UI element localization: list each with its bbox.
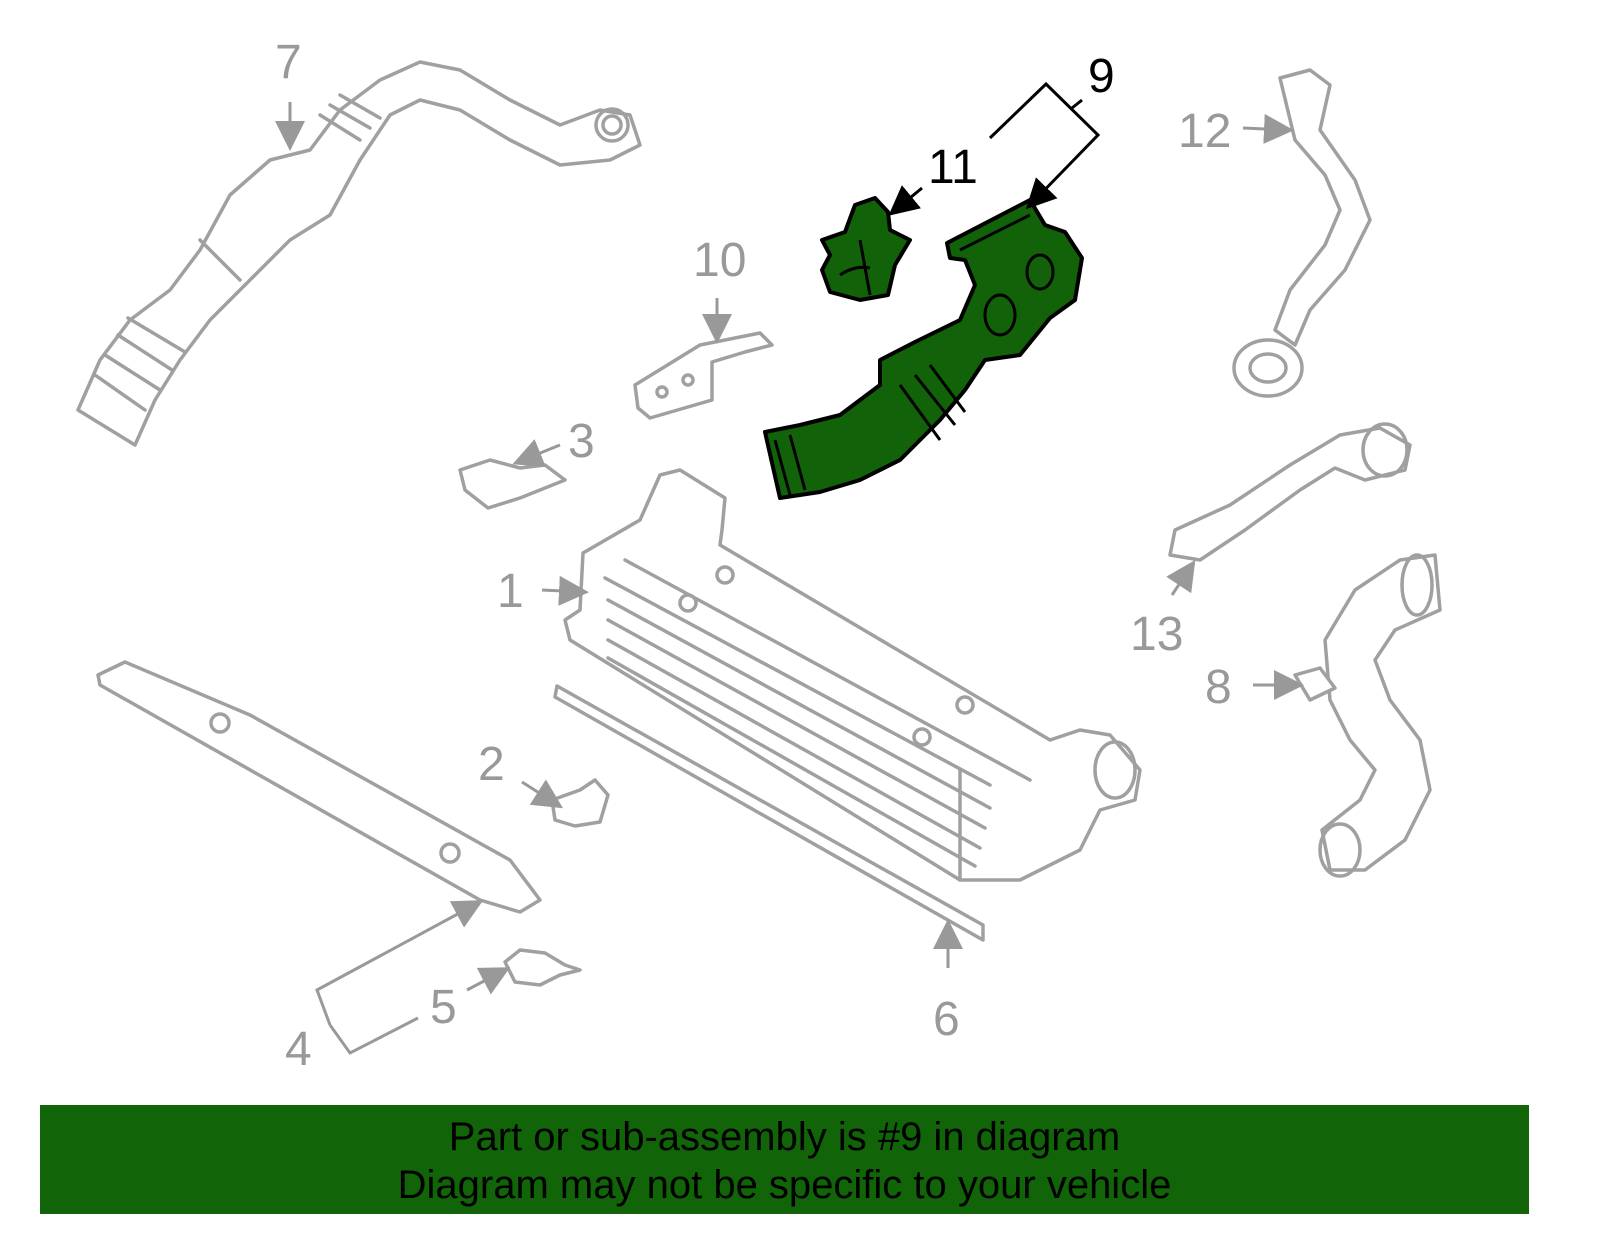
callout-10[interactable]: 10 (693, 234, 746, 287)
info-banner: Part or sub-assembly is #9 in diagram Di… (40, 1105, 1529, 1214)
part-2-sensor[interactable] (550, 778, 610, 828)
callout-13[interactable]: 13 (1130, 608, 1183, 661)
part-8-hose[interactable] (1293, 553, 1442, 878)
part-5-clip[interactable] (503, 948, 582, 987)
callout-9[interactable]: 9 (1088, 50, 1115, 103)
callout-4[interactable]: 4 (285, 1023, 312, 1076)
callout-1[interactable]: 1 (497, 565, 524, 618)
callout-5[interactable]: 5 (430, 981, 457, 1034)
leader-9 (988, 81, 1101, 210)
callout-2[interactable]: 2 (478, 738, 505, 791)
part-12-hose[interactable] (1232, 68, 1372, 398)
callout-8[interactable]: 8 (1205, 661, 1232, 714)
banner-line-2: Diagram may not be specific to your vehi… (397, 1163, 1172, 1207)
callout-12[interactable]: 12 (1178, 105, 1231, 158)
callout-3[interactable]: 3 (568, 415, 595, 468)
callout-11[interactable]: 11 (928, 141, 978, 194)
callout-7[interactable]: 7 (275, 36, 302, 89)
part-9-intake-duct[interactable] (763, 198, 1084, 500)
banner-line-1: Part or sub-assembly is #9 in diagram (448, 1115, 1121, 1159)
callout-6[interactable]: 6 (933, 993, 960, 1046)
part-10-bracket[interactable] (633, 331, 774, 420)
part-6-seal[interactable] (553, 684, 985, 942)
part-4-deflector[interactable] (96, 660, 542, 914)
part-3-clip[interactable] (458, 458, 567, 510)
part-7-charge-pipe[interactable] (76, 60, 642, 447)
part-1-intercooler[interactable] (563, 468, 1142, 882)
part-11-bracket[interactable] (820, 196, 912, 302)
part-13-hose[interactable] (1168, 422, 1412, 562)
leader-11 (888, 185, 923, 216)
